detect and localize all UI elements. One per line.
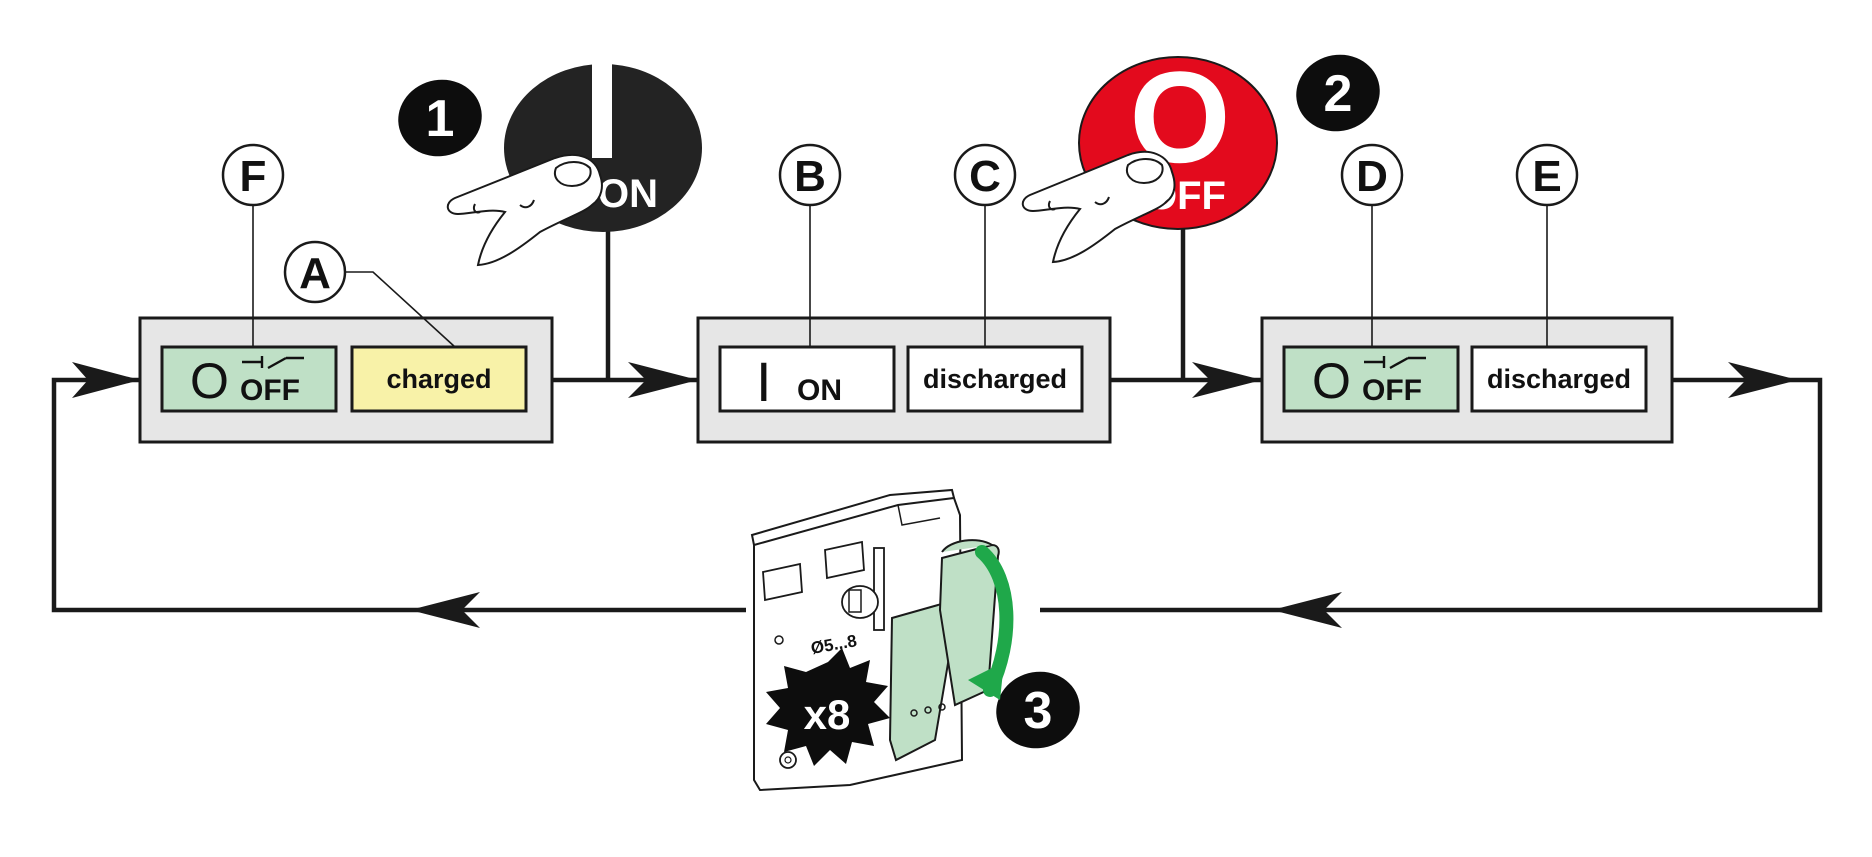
main-label: ON xyxy=(797,374,842,407)
callout-c: C xyxy=(953,143,1017,207)
arrow-right-icon xyxy=(72,362,140,398)
cog-shape xyxy=(766,648,890,766)
indicator-frame xyxy=(350,345,528,413)
main-contact-indicator: O OFF xyxy=(1282,345,1460,413)
state-panel-3: O OFF discharged xyxy=(1260,316,1674,444)
open-contact-icon xyxy=(242,356,304,370)
step-number: 1 xyxy=(426,90,455,148)
charging-handle-icon: Ø5...8 x8 xyxy=(750,488,1014,792)
spring-indicator: discharged xyxy=(906,345,1084,413)
callout-a: A xyxy=(283,240,347,304)
step-number: 3 xyxy=(1024,682,1053,740)
spring-label: discharged xyxy=(1487,364,1631,394)
on-symbol-bar xyxy=(592,63,612,158)
pump-arrow-head-icon xyxy=(968,662,1004,700)
callout-f: F xyxy=(221,143,285,207)
callout-letter: F xyxy=(240,152,267,201)
main-symbol: O xyxy=(1312,353,1351,409)
lever-arm xyxy=(938,543,1000,707)
finger-icon xyxy=(1021,150,1176,264)
main-symbol: I xyxy=(756,350,772,413)
state-panel-1: O OFF charged xyxy=(138,316,554,444)
state-panel-2: I ON discharged xyxy=(696,316,1112,444)
flow-arrows xyxy=(72,362,1798,628)
open-contact-icon xyxy=(1364,356,1426,370)
indicator-frame xyxy=(1470,345,1648,413)
main-contact-indicator: O OFF xyxy=(160,345,338,413)
callout-letter: A xyxy=(299,249,331,298)
arrow-left-icon xyxy=(1272,592,1342,628)
arrow-left-icon xyxy=(410,592,480,628)
indicator-frame xyxy=(160,345,338,413)
finger-icon xyxy=(446,153,603,267)
spring-label: charged xyxy=(386,364,491,394)
step-badge-1: 1 xyxy=(398,79,482,157)
indicator-frame xyxy=(906,345,1084,413)
arrow-right-icon xyxy=(628,362,698,398)
callout-e: E xyxy=(1515,143,1579,207)
step-number: 2 xyxy=(1324,65,1353,123)
arrow-right-icon xyxy=(1192,362,1262,398)
on-push-button-icon: ON xyxy=(446,63,702,380)
step-badge-3: 3 xyxy=(996,671,1080,749)
indicator-frame xyxy=(1282,345,1460,413)
callout-b: B xyxy=(778,143,842,207)
spring-indicator: discharged xyxy=(1470,345,1648,413)
callout-letter: E xyxy=(1532,152,1561,201)
callout-d: D xyxy=(1340,143,1404,207)
spring-label: discharged xyxy=(923,364,1067,394)
callout-letter: B xyxy=(794,152,826,201)
callout-letter: D xyxy=(1356,152,1388,201)
callout-markers: F A B C D E xyxy=(221,143,1579,304)
main-label: OFF xyxy=(1362,374,1422,407)
callout-letter: C xyxy=(969,152,1001,201)
spring-indicator: charged xyxy=(350,345,528,413)
callout-leaders xyxy=(252,205,1548,348)
on-button-label: ON xyxy=(598,172,658,216)
step-badge-2: 2 xyxy=(1296,54,1380,132)
indicator-frame xyxy=(718,345,896,413)
pump-count-badge: x8 xyxy=(766,648,890,766)
main-contact-indicator: I ON xyxy=(718,345,896,413)
main-label: OFF xyxy=(240,374,300,407)
arrow-right-icon xyxy=(1728,362,1798,398)
main-symbol: O xyxy=(190,353,229,409)
pump-count: x8 xyxy=(804,691,851,738)
off-push-button-icon: O OFF xyxy=(1021,44,1278,380)
